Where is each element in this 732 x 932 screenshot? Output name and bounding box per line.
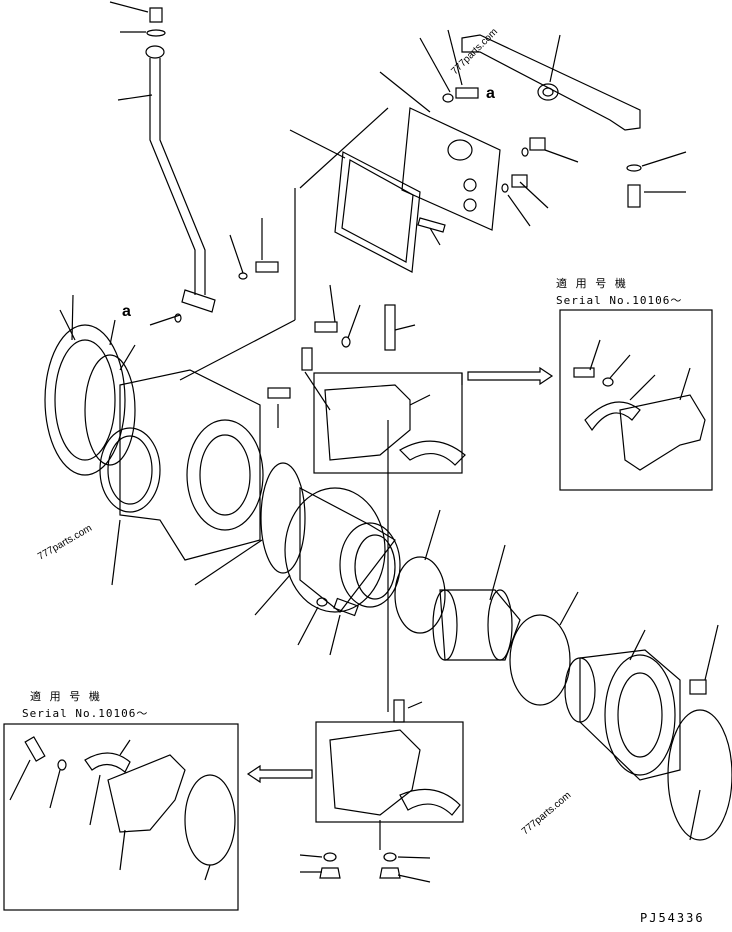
o-ring-part bbox=[501, 183, 509, 193]
serial-note-right-line1: 適 用 号 機 bbox=[556, 276, 627, 290]
serial-note-left-line1: 適 用 号 機 bbox=[30, 689, 101, 703]
bearing-shell bbox=[399, 788, 461, 816]
final-drive-case bbox=[119, 369, 261, 561]
watermark-bottom: 777parts.com bbox=[520, 790, 573, 837]
washer-part bbox=[238, 272, 248, 280]
washer-part bbox=[383, 852, 397, 862]
nut-part bbox=[379, 867, 401, 879]
right-inset bbox=[559, 309, 713, 491]
bolt-part bbox=[314, 321, 338, 333]
nut-part bbox=[145, 45, 165, 59]
hub-housing bbox=[579, 649, 681, 781]
split-cap bbox=[107, 754, 186, 833]
o-ring-part bbox=[394, 556, 446, 634]
pipe-flange bbox=[181, 289, 216, 313]
bolt-part bbox=[267, 387, 291, 399]
sprocket bbox=[44, 324, 126, 476]
washer-part bbox=[146, 29, 166, 37]
washer-part bbox=[626, 164, 642, 172]
case-flange bbox=[186, 419, 264, 531]
cover-plate-assembly bbox=[179, 71, 579, 381]
split-cap bbox=[324, 384, 411, 461]
o-ring-large bbox=[667, 709, 732, 841]
arrow-to-left-inset bbox=[246, 764, 313, 784]
case-bore bbox=[99, 427, 161, 513]
seal-ring bbox=[537, 83, 559, 101]
view-marker-left: a bbox=[122, 303, 131, 320]
watermark-top: 777parts.com bbox=[449, 26, 500, 77]
drawing-code: PJ54336 bbox=[640, 911, 705, 925]
bearing-shell bbox=[584, 401, 641, 432]
inset-frame bbox=[559, 309, 713, 491]
view-marker-top: a bbox=[486, 85, 495, 102]
nut-part bbox=[319, 867, 341, 879]
washer-part bbox=[602, 377, 614, 387]
housing-assembly bbox=[99, 369, 264, 586]
hub-assembly bbox=[564, 624, 732, 841]
bolt-part bbox=[24, 736, 46, 762]
bolt-part bbox=[333, 597, 359, 617]
plug-part bbox=[511, 174, 528, 188]
bolt-part bbox=[384, 304, 396, 351]
watermark-left: 777parts.com bbox=[36, 523, 94, 563]
pin-part bbox=[393, 699, 405, 723]
o-ring-part bbox=[521, 147, 529, 157]
arrow-to-right-inset bbox=[467, 366, 554, 386]
serial-note-left-line2: Serial No.10106～ bbox=[22, 707, 148, 720]
inset-frame bbox=[3, 723, 239, 911]
washer-part bbox=[341, 336, 351, 348]
pipe-tube bbox=[149, 58, 206, 295]
o-ring-large bbox=[260, 462, 306, 574]
washer-part bbox=[316, 597, 328, 607]
pipe-assembly bbox=[109, 1, 279, 326]
o-ring-large bbox=[184, 774, 236, 866]
washer-part bbox=[323, 852, 337, 862]
bolt-part bbox=[627, 184, 641, 208]
sprocket-assembly bbox=[44, 294, 136, 476]
washer-part bbox=[442, 93, 454, 103]
lower-cap-assembly bbox=[246, 699, 464, 883]
serial-note-right-line2: Serial No.10106～ bbox=[556, 294, 682, 307]
o-ring-part bbox=[509, 614, 571, 706]
bearing-shell bbox=[84, 752, 131, 773]
bracket-bar bbox=[461, 34, 641, 131]
plug-part bbox=[689, 679, 707, 695]
bolt-part bbox=[455, 87, 479, 99]
bolt-part bbox=[573, 367, 595, 378]
bracket-assembly bbox=[419, 29, 687, 208]
bearing-cage bbox=[284, 487, 386, 613]
pin-part bbox=[417, 217, 446, 233]
plug-part bbox=[529, 137, 546, 151]
fitting-part bbox=[149, 7, 163, 23]
split-cap bbox=[619, 394, 706, 471]
bolt-part bbox=[255, 261, 279, 273]
left-inset bbox=[3, 723, 239, 911]
bolt-part bbox=[301, 347, 313, 371]
bearing-shell bbox=[399, 440, 466, 466]
split-cap bbox=[329, 729, 421, 816]
bearing-assembly bbox=[194, 462, 579, 706]
washer-part bbox=[57, 759, 67, 771]
upper-cap-assembly bbox=[267, 284, 554, 712]
gasket bbox=[334, 151, 421, 273]
cover-plate bbox=[401, 107, 501, 231]
